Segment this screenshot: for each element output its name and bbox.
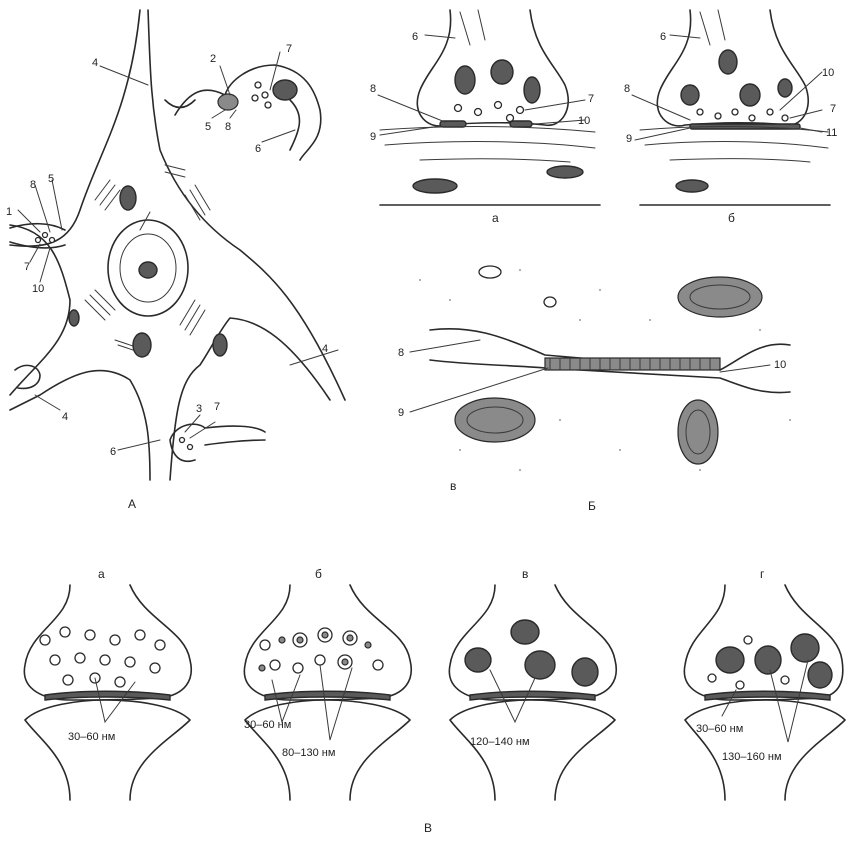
sub-a-label-9: 9 [370, 131, 376, 143]
synapse-type-d: 30–60 нм 130–160 нм г [684, 567, 845, 800]
label-8-left: 8 [30, 179, 36, 191]
size-b-2: 80–130 нм [282, 747, 335, 759]
panel-b-sub-b: 8 9 6 10 7 11 б [624, 10, 837, 225]
panel-c-synapse-types: 30–60 нм а 30–60 нм 80–130 нм б [24, 567, 845, 835]
label-8-top: 8 [225, 121, 231, 133]
sub-b-label-8: 8 [624, 83, 630, 95]
sub-b-label-10: 10 [822, 67, 834, 79]
label-6-bottom: 6 [110, 446, 116, 458]
caption-c-c: в [522, 567, 528, 581]
neuron-soma-outline [10, 10, 345, 480]
label-2: 2 [210, 53, 216, 65]
synapse-type-a: 30–60 нм а [24, 567, 191, 800]
sub-a-label-10: 10 [578, 115, 590, 127]
label-4-right: 4 [322, 343, 328, 355]
label-3: 3 [196, 403, 202, 415]
sub-b-label-11: 11 [826, 127, 837, 139]
caption-b-c: в [450, 479, 456, 493]
synaptic-vesicles [252, 82, 271, 108]
mitochondrion [133, 333, 151, 357]
size-b-1: 30–60 нм [244, 719, 291, 731]
sub-a-label-6: 6 [412, 31, 418, 43]
sub-c-label-8: 8 [398, 347, 404, 359]
synaptic-vesicles [180, 438, 193, 450]
label-5-left: 5 [48, 173, 54, 185]
label-4-top: 4 [92, 57, 98, 69]
sub-c-label-10: 10 [774, 359, 786, 371]
label-7-bottom: 7 [214, 401, 220, 413]
size-c-1: 120–140 нм [470, 736, 530, 748]
caption-b-a: а [492, 211, 499, 225]
sub-b-label-7: 7 [830, 103, 836, 115]
mitochondrion [120, 186, 136, 210]
label-7-left: 7 [24, 261, 30, 273]
sub-a-label-7: 7 [588, 93, 594, 105]
rough-er [85, 165, 210, 355]
caption-b-b: б [728, 211, 735, 225]
mitochondrion [69, 310, 79, 326]
panel-b-sub-a: 8 9 6 7 10 а [370, 10, 600, 225]
panel-b-synapse-detail: 8 9 6 7 10 а [370, 10, 837, 513]
dense-core-vesicles [465, 620, 598, 686]
synapse-bottom [170, 424, 265, 461]
label-4-bottom: 4 [62, 411, 68, 423]
sub-b-label-6: 6 [660, 31, 666, 43]
label-1: 1 [6, 206, 12, 218]
synapse-type-c: 120–140 нм в [449, 567, 616, 800]
caption-c: В [424, 821, 432, 835]
spine-apparatus [218, 94, 238, 110]
mixed-vesicles [259, 628, 383, 673]
sub-a-label-8: 8 [370, 83, 376, 95]
panel-a-neuron: 1 2 3 4 4 4 4 5 5 6 6 6 7 7 7 8 8 10 А [6, 10, 345, 511]
synapse-type-b: 30–60 нм 80–130 нм б [244, 567, 411, 800]
caption-b: Б [588, 499, 596, 513]
large-dense-vesicles [708, 634, 832, 689]
caption-c-b: б [315, 567, 322, 581]
nucleolus [139, 262, 157, 278]
label-10: 10 [32, 283, 44, 295]
label-5-top: 5 [205, 121, 211, 133]
clear-vesicles [40, 627, 165, 687]
size-d-2: 130–160 нм [722, 751, 782, 763]
sub-b-label-9: 9 [626, 133, 632, 145]
caption-c-d: г [760, 567, 765, 581]
label-7-top: 7 [286, 43, 292, 55]
mitochondrion [213, 334, 227, 356]
mitochondrion [273, 80, 297, 100]
synapse-axon-terminal [175, 65, 321, 160]
size-d-1: 30–60 нм [696, 723, 743, 735]
size-a-1: 30–60 нм [68, 731, 115, 743]
sub-c-label-9: 9 [398, 407, 404, 419]
panel-b-sub-c: 8 9 10 в [398, 266, 791, 493]
caption-a: А [128, 497, 136, 511]
caption-c-a: а [98, 567, 105, 581]
label-6-top: 6 [255, 143, 261, 155]
